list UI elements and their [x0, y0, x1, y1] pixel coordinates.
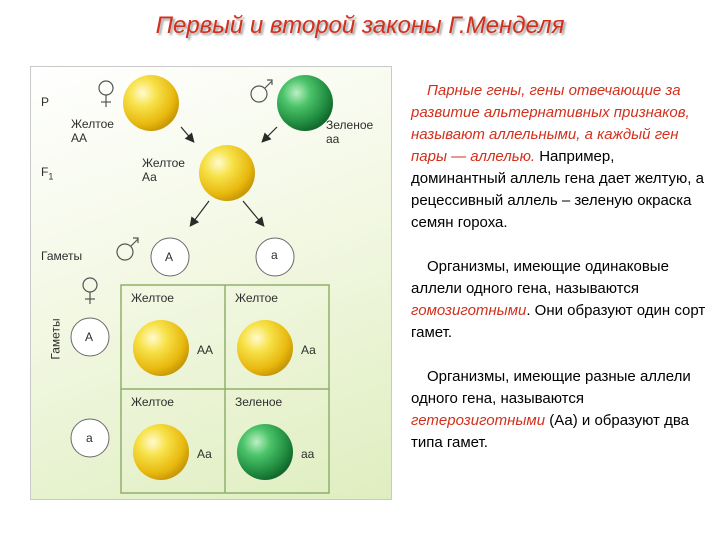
parent-female-label: Желтое АА: [71, 117, 114, 145]
paragraph-homozygous: Организмы, имеющие одинаковые аллели одн…: [411, 258, 706, 341]
yellow-pea-cell-3: [133, 424, 189, 480]
row-label-gametes: Гаметы: [41, 249, 83, 263]
cell-1-genotype: АА: [197, 343, 214, 357]
cell-4-name: Зеленое: [235, 395, 283, 409]
parent-male-label: Зеленое аа: [326, 118, 374, 146]
punnett-grid: [120, 284, 330, 494]
cell-1-name: Желтое: [131, 291, 174, 305]
green-pea-cell-4: [237, 424, 293, 480]
row-label-p: P: [41, 95, 50, 109]
cell-4-genotype: аа: [301, 447, 315, 461]
gamete-male-1-letter: А: [165, 250, 174, 264]
cell-3-name: Желтое: [131, 395, 174, 409]
female-symbol-icon: [82, 277, 98, 304]
female-symbol-icon: [98, 80, 114, 107]
yellow-pea-f1: [199, 145, 255, 201]
male-symbol-icon: [116, 237, 139, 261]
page-title: Первый и второй законы Г.Менделя: [155, 12, 565, 39]
paragraph-heterozygous: Организмы, имеющие разные аллели одного …: [411, 368, 691, 451]
male-symbol-icon: [250, 79, 273, 103]
term-heterozygous: гетерозиготными: [411, 412, 546, 429]
arrow-f1-to-gamete-a: [189, 200, 210, 227]
gamete-female-2-letter: а: [86, 431, 93, 445]
cell-2-genotype: Аа: [301, 343, 316, 357]
gamete-male-1: [150, 237, 190, 277]
green-pea-parent: [277, 75, 333, 131]
gamete-female-1: [70, 317, 110, 357]
gamete-female-1-letter: А: [85, 330, 94, 344]
explanation-text: Парные гены, гены отвечающие за развитие…: [411, 80, 711, 476]
mendel-diagram: P F1 Гаметы Гаметы Желтое АА Зеленое аа …: [30, 66, 392, 500]
yellow-pea-cell-2: [237, 320, 293, 376]
arrow-male-to-f1: [261, 126, 278, 143]
column-label-gametes: Гаметы: [48, 318, 63, 360]
gamete-male-2: [255, 237, 295, 277]
yellow-pea-cell-1: [133, 320, 189, 376]
arrow-female-to-f1: [180, 126, 195, 143]
cell-2-name: Желтое: [235, 291, 278, 305]
gamete-male-2-letter: а: [271, 248, 278, 262]
cell-3-genotype: Аа: [197, 447, 212, 461]
yellow-pea-parent: [123, 75, 179, 131]
row-label-f1: F1: [41, 165, 54, 182]
arrow-f1-to-gamete-b: [242, 200, 265, 227]
diagram-graphics: [70, 75, 333, 494]
term-homozygous: гомозиготными: [411, 302, 527, 319]
f1-label: Желтое Аа: [142, 156, 185, 184]
gamete-female-2: [70, 418, 110, 458]
paragraph-alleles: Парные гены, гены отвечающие за развитие…: [411, 82, 704, 231]
